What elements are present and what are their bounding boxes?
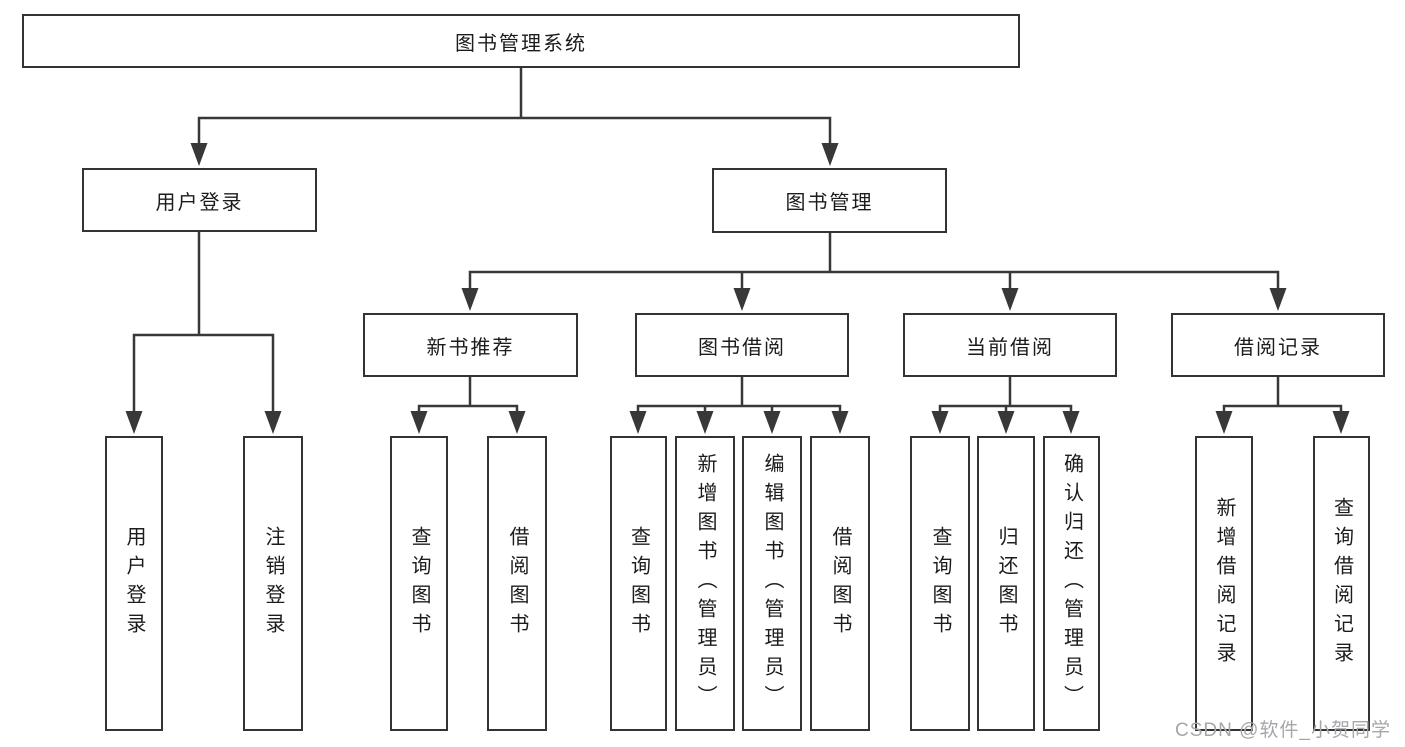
- csdn-watermark: CSDN @软件_小贺同学: [1175, 720, 1391, 741]
- leaf-label: 注销登录: [262, 525, 284, 642]
- node-leaf-query-book-borrow: 查询图书: [610, 436, 667, 731]
- node-borrow-record: 借阅记录: [1171, 313, 1385, 377]
- node-leaf-borrow-book-borrow: 借阅图书: [810, 436, 870, 731]
- elbow-connectors: [132, 68, 1343, 413]
- node-leaf-user-login: 用户登录: [105, 436, 163, 731]
- leaf-label: 查询图书: [929, 525, 951, 642]
- node-current-borrow: 当前借阅: [903, 313, 1117, 377]
- leaf-label: 借阅图书: [506, 525, 528, 642]
- leaf-label: 查询图书: [408, 525, 430, 642]
- node-book-management: 图书管理: [712, 168, 947, 233]
- node-leaf-add-borrow-record: 新增借阅记录: [1195, 436, 1253, 731]
- node-leaf-return-book: 归还图书: [977, 436, 1035, 731]
- leaf-label: 编辑图书（管理员）: [761, 453, 783, 714]
- leaf-label: 确认归还（管理员）: [1060, 453, 1083, 714]
- leaf-label: 新增图书（管理员）: [694, 453, 716, 714]
- leaf-label: 用户登录: [123, 525, 145, 642]
- leaf-label: 查询借阅记录: [1330, 496, 1353, 671]
- node-new-book-recommend: 新书推荐: [363, 313, 578, 377]
- node-leaf-query-borrow-record: 查询借阅记录: [1313, 436, 1370, 731]
- node-leaf-edit-book-admin: 编辑图书（管理员）: [742, 436, 802, 731]
- node-root-system: 图书管理系统: [22, 14, 1020, 68]
- leaf-label: 新增借阅记录: [1213, 496, 1235, 671]
- leaf-label: 查询图书: [627, 525, 650, 642]
- leaf-label: 借阅图书: [829, 525, 851, 642]
- node-leaf-confirm-return-admin: 确认归还（管理员）: [1043, 436, 1100, 731]
- node-leaf-add-book-admin: 新增图书（管理员）: [675, 436, 735, 731]
- node-leaf-logout: 注销登录: [243, 436, 303, 731]
- node-book-borrow: 图书借阅: [635, 313, 849, 377]
- node-leaf-query-book-newbook: 查询图书: [390, 436, 448, 731]
- node-user-login: 用户登录: [82, 168, 317, 232]
- arrowheads: [125, 143, 1350, 434]
- leaf-label: 归还图书: [995, 525, 1017, 642]
- node-leaf-query-book-current: 查询图书: [910, 436, 970, 731]
- node-leaf-borrow-book-newbook: 借阅图书: [487, 436, 547, 731]
